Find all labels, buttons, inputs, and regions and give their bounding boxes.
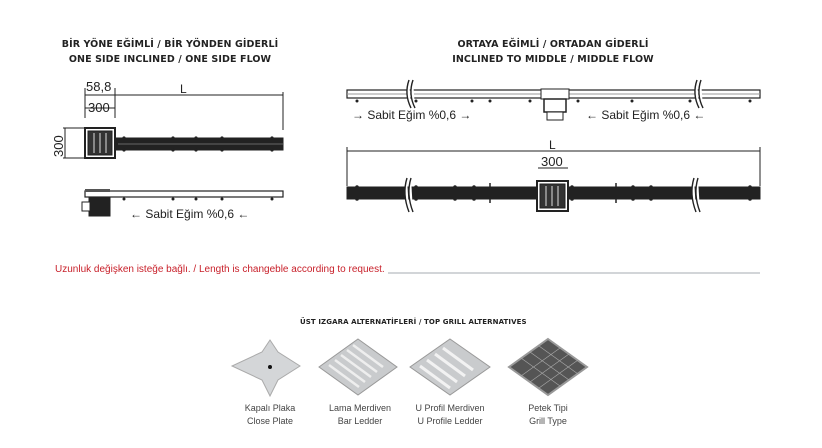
- right-title-tr: ORTAYA EĞİMLİ / ORTADAN GİDERLİ: [457, 39, 649, 50]
- right-section-title: ORTAYA EĞİMLİ / ORTADAN GİDERLİ INCLINED…: [420, 37, 686, 67]
- dim-height-label: 300: [51, 135, 66, 157]
- dim-length-label: L: [180, 82, 187, 96]
- left-section-title: BİR YÖNE EĞİMLİ / BİR YÖNDEN GİDERLİ ONE…: [40, 37, 300, 67]
- left-title-en: ONE SIDE INCLINED / ONE SIDE FLOW: [68, 54, 272, 65]
- grill-alternatives-title: ÜST IZGARA ALTERNATİFLERİ / TOP GRILL AL…: [300, 318, 527, 326]
- left-drawing: [63, 88, 284, 217]
- caption-en: Close Plate: [246, 416, 294, 426]
- caption-tr: U Profil Merdiven: [415, 403, 485, 413]
- caption-tr: Lama Merdiven: [328, 403, 392, 413]
- right-drawing: [346, 79, 761, 213]
- caption-tr: Kapalı Plaka: [244, 403, 296, 413]
- grill-caption-close-plate: Kapalı Plaka Close Plate: [225, 402, 315, 428]
- grill-caption-u-profile: U Profil Merdiven U Profile Ledder: [405, 402, 495, 428]
- grill-caption-honeycomb: Petek Tipi Grill Type: [503, 402, 593, 428]
- caption-en: U Profile Ledder: [417, 416, 483, 426]
- dim-offset-label: 58,8: [86, 79, 111, 94]
- caption-en: Bar Ledder: [337, 416, 383, 426]
- right-dim-width-label: 300: [541, 154, 563, 169]
- right-slope-right-label: ← Sabit Eğim %0,6 ←: [586, 108, 705, 122]
- right-title-en: INCLINED TO MIDDLE / MIDDLE FLOW: [452, 54, 654, 65]
- grill-u-profile-ladder-image: [409, 338, 491, 396]
- left-title-tr: BİR YÖNE EĞİMLİ / BİR YÖNDEN GİDERLİ: [61, 39, 279, 50]
- grill-bar-ladder-image: [318, 338, 398, 396]
- grill-caption-bar-ladder: Lama Merdiven Bar Ledder: [315, 402, 405, 428]
- length-note: Uzunluk değişken isteğe bağlı. / Length …: [55, 264, 385, 275]
- caption-en: Grill Type: [529, 416, 567, 426]
- left-slope-label: ← Sabit Eğim %0,6 ←: [130, 207, 249, 221]
- right-slope-left-label: → Sabit Eğim %0,6 →: [352, 108, 471, 122]
- grill-honeycomb-image: [507, 337, 589, 397]
- grill-close-plate-image: [230, 339, 301, 398]
- right-dim-length-label: L: [549, 138, 556, 152]
- caption-tr: Petek Tipi: [528, 403, 568, 413]
- dim-width-label: 300: [88, 100, 110, 115]
